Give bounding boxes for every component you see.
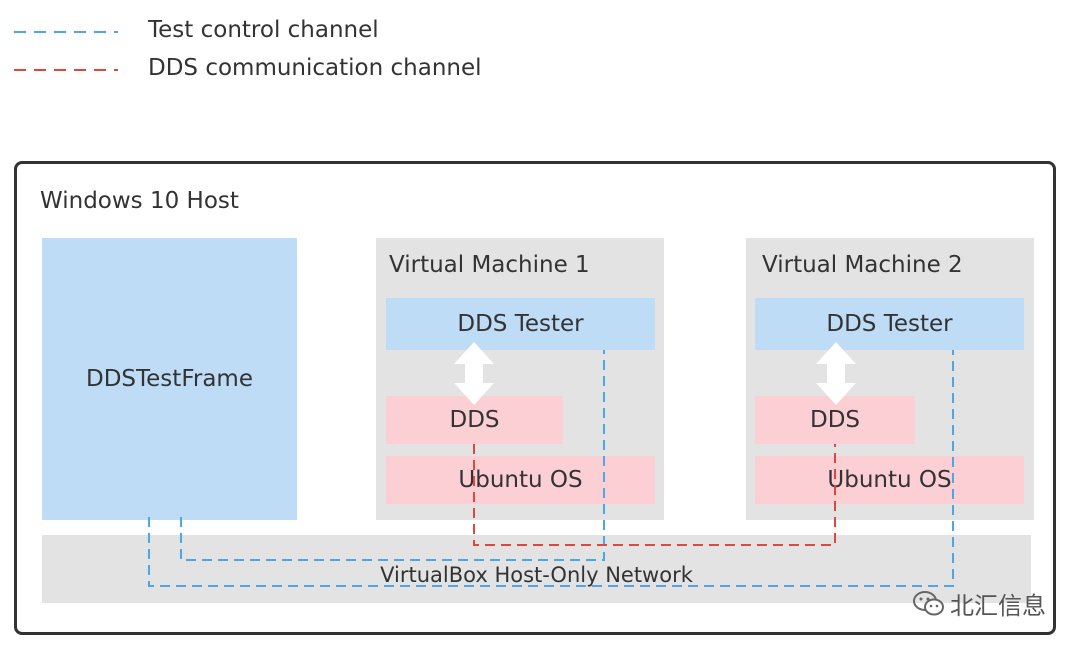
vm2-dds-box: DDS bbox=[755, 396, 915, 444]
vm1-os-box: Ubuntu OS bbox=[386, 456, 655, 504]
test-control-line-vm2 bbox=[148, 350, 954, 587]
vm2-os-box: Ubuntu OS bbox=[755, 456, 1024, 504]
watermark-text: 北汇信息 bbox=[950, 592, 1046, 620]
vm1-tester-box: DDS Tester bbox=[386, 298, 655, 350]
vm1-tester-label: DDS Tester bbox=[457, 311, 584, 337]
vm2-os-label: Ubuntu OS bbox=[827, 467, 952, 493]
legend-dds-comm-label: DDS communication channel bbox=[148, 55, 482, 81]
vm2-tester-box: DDS Tester bbox=[755, 298, 1024, 350]
watermark: 北汇信息 bbox=[912, 586, 1046, 621]
dds-comm-line bbox=[473, 444, 836, 546]
dds-test-frame-label: DDSTestFrame bbox=[86, 366, 253, 392]
vm2-title: Virtual Machine 2 bbox=[762, 252, 963, 278]
vm2-tester-label: DDS Tester bbox=[826, 311, 953, 337]
legend-test-control-label: Test control channel bbox=[148, 17, 379, 43]
vm1-dds-label: DDS bbox=[449, 407, 500, 433]
host-title: Windows 10 Host bbox=[40, 188, 239, 214]
network-label-wrap: VirtualBox Host-Only Network bbox=[42, 560, 1031, 590]
dds-test-frame-box: DDSTestFrame bbox=[42, 238, 297, 520]
vm1-double-arrow bbox=[454, 342, 494, 405]
network-bar bbox=[42, 535, 1031, 603]
vm1-title: Virtual Machine 1 bbox=[389, 252, 590, 278]
vm1-os-label: Ubuntu OS bbox=[458, 467, 583, 493]
windows-host-frame bbox=[14, 161, 1056, 635]
network-label: VirtualBox Host-Only Network bbox=[380, 563, 693, 587]
wechat-icon bbox=[913, 590, 944, 615]
vm2-dds-label: DDS bbox=[809, 407, 861, 433]
vm2-double-arrow bbox=[816, 342, 856, 405]
test-control-line-vm1 bbox=[180, 350, 605, 561]
